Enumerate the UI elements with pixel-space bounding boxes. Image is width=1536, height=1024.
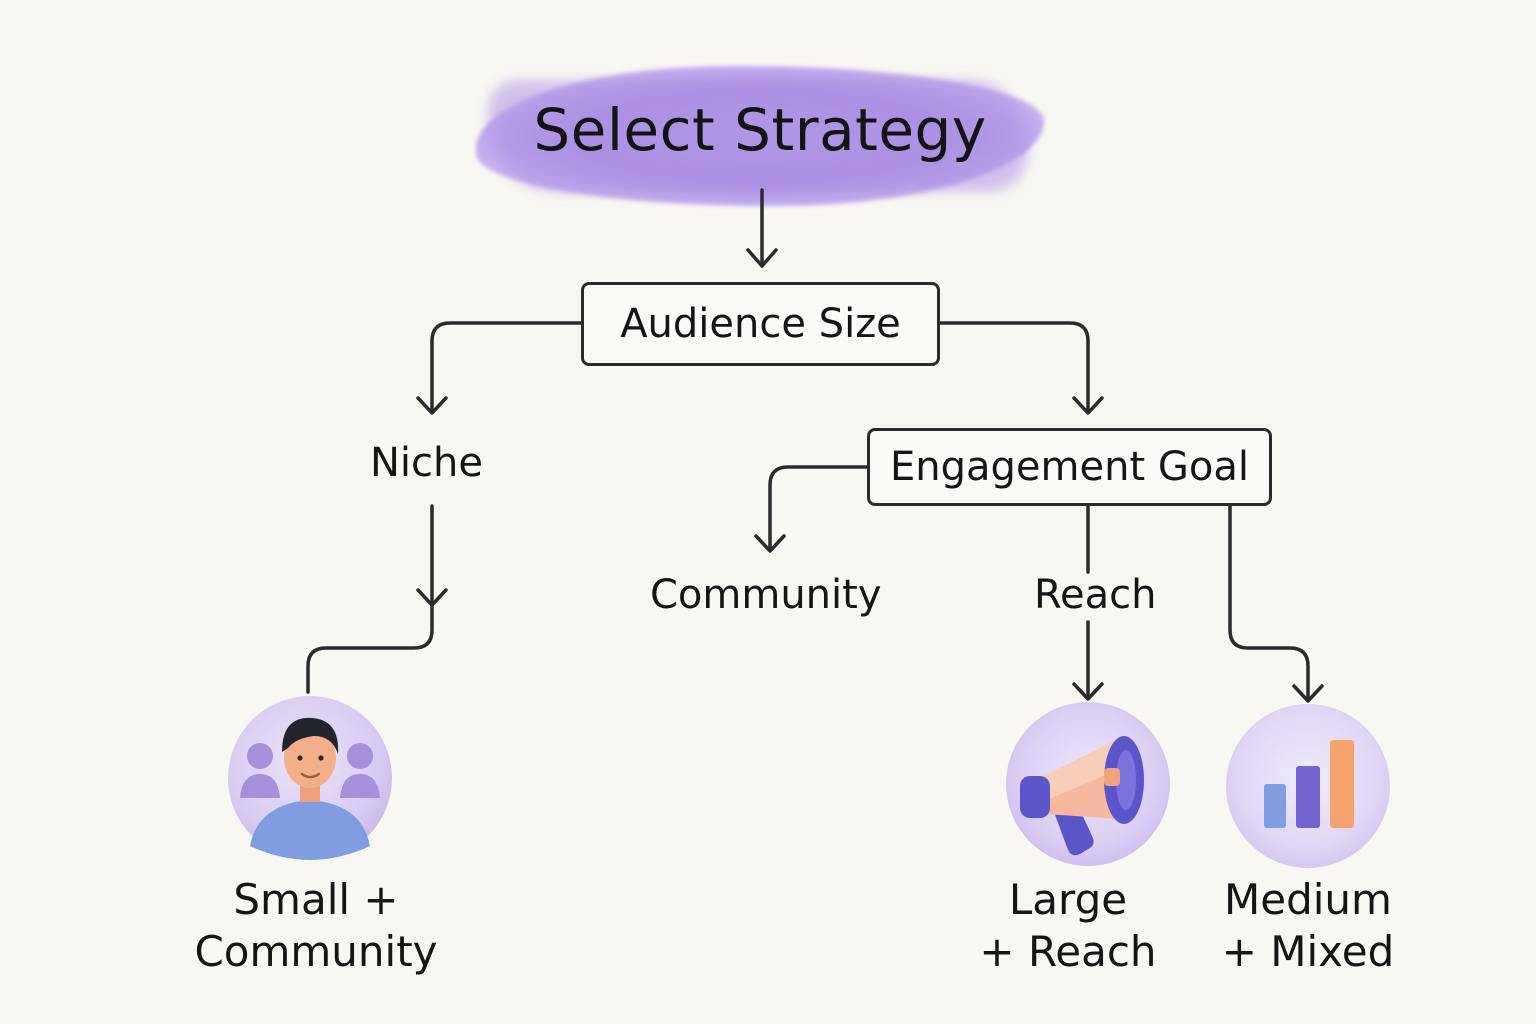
outcome-medium-line2: + Mixed — [1221, 927, 1395, 976]
outcome-small-community: Small + Community — [180, 874, 452, 978]
outcome-small-line2: Community — [194, 927, 438, 976]
outcome-medium-line1: Medium — [1224, 875, 1392, 924]
reach-label: Reach — [1034, 572, 1157, 618]
community-label: Community — [650, 572, 882, 618]
outcome-medium-mixed: Medium + Mixed — [1200, 874, 1416, 978]
line-niche-to-small-icon — [306, 604, 434, 694]
engagement-goal-node: Engagement Goal — [867, 428, 1272, 506]
outcome-large-line2: + Reach — [979, 927, 1157, 976]
arrow-engagement-to-medium — [1228, 504, 1310, 702]
person-group-icon — [228, 696, 392, 860]
megaphone-icon — [1006, 702, 1170, 866]
outcome-small-line1: Small + — [233, 875, 399, 924]
title-watercolor-wash-core — [488, 80, 1028, 192]
niche-label: Niche — [370, 440, 483, 486]
arrow-engagement-to-community — [768, 465, 870, 552]
outcome-large-line1: Large — [1008, 875, 1128, 924]
outcome-large-reach: Large + Reach — [968, 874, 1168, 978]
arrow-audience-to-niche — [430, 321, 584, 414]
diagram-title: Select Strategy — [533, 96, 987, 164]
audience-size-node: Audience Size — [581, 282, 940, 366]
arrow-audience-to-engagement — [938, 321, 1090, 414]
bar-chart-icon — [1226, 704, 1390, 868]
